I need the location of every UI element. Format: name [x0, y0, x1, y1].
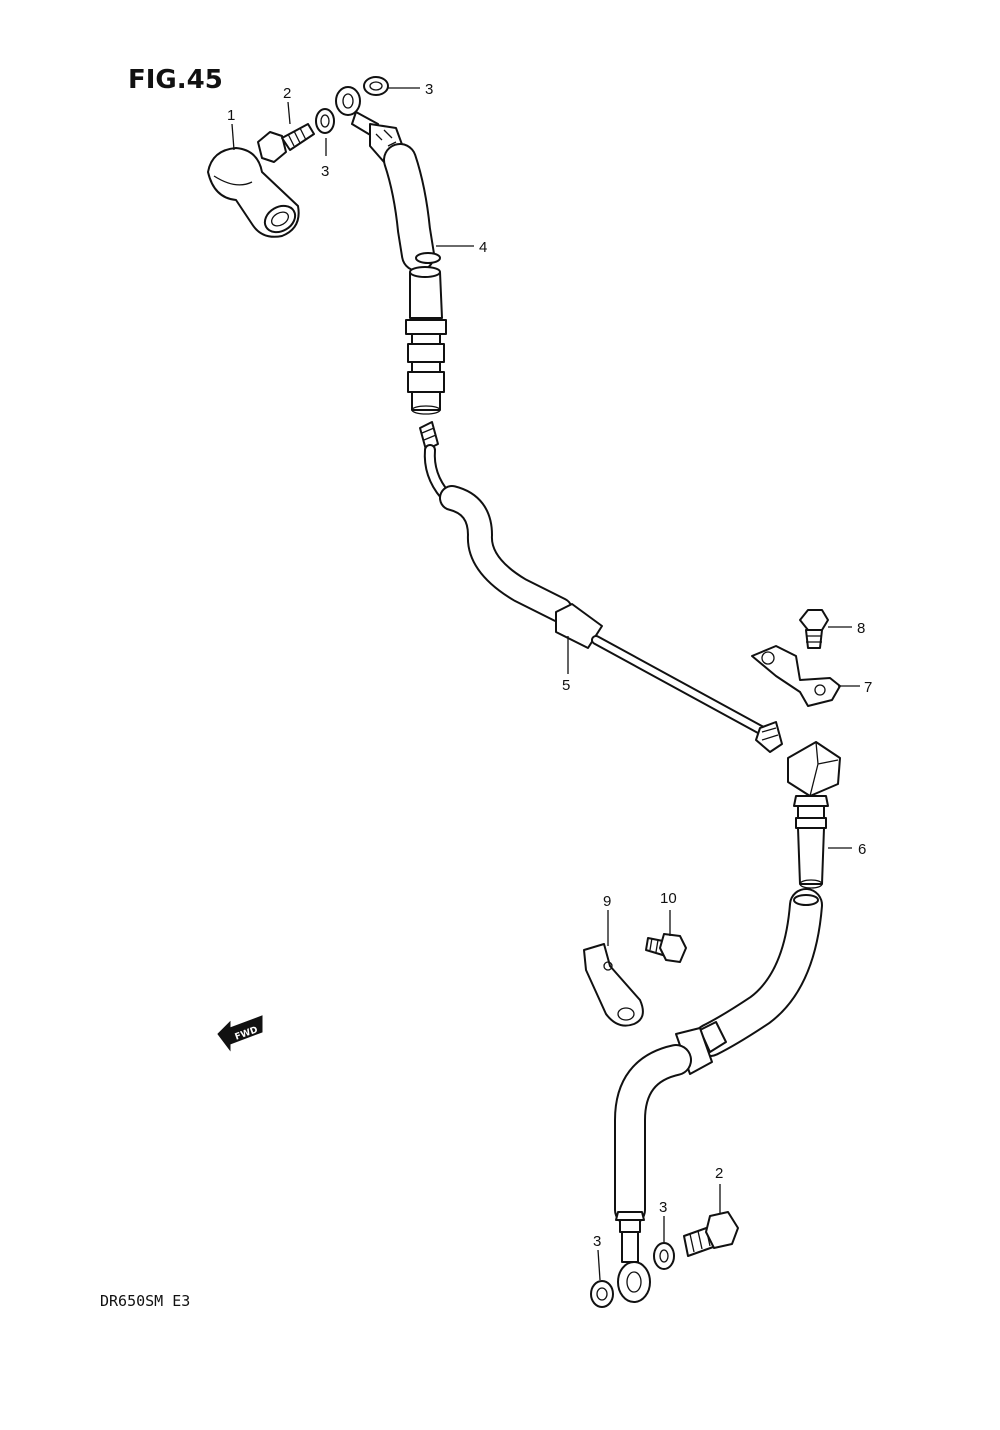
part-10-bolt — [645, 933, 687, 963]
part-4-upper-hose — [335, 86, 447, 415]
leader-lines — [231, 87, 860, 1281]
callout-3-bottom-right: 3 — [659, 1199, 667, 1216]
part-2-union-bolt-bottom — [683, 1211, 739, 1257]
model-code: DR650SM E3 — [100, 1292, 190, 1310]
forward-direction-badge: FWD — [217, 1015, 263, 1052]
callout-8: 8 — [857, 620, 865, 637]
callout-7: 7 — [864, 679, 872, 696]
callout-4: 4 — [479, 239, 487, 256]
part-8-bolt — [799, 609, 829, 649]
part-3-washer-top-right — [363, 76, 389, 96]
callout-2-top: 2 — [283, 85, 291, 102]
callout-numbers: 1 2 3 3 4 5 6 7 8 9 10 2 3 3 — [227, 81, 872, 1250]
part-1-cap — [207, 147, 300, 238]
part-2-union-bolt-top — [257, 123, 315, 163]
part-7-bracket — [751, 645, 841, 707]
part-3-washer-bottom-left — [590, 1280, 614, 1308]
callout-10: 10 — [660, 890, 677, 907]
callout-3-top-left: 3 — [321, 163, 329, 180]
part-5-brake-pipe — [419, 421, 783, 753]
part-3-washer-top-left — [315, 108, 335, 134]
callout-2-bottom: 2 — [715, 1165, 723, 1182]
figure-title: FIG.45 — [128, 65, 223, 95]
part-6-lower-hose — [614, 741, 841, 1303]
callout-3-top-right: 3 — [425, 81, 433, 98]
callout-1: 1 — [227, 107, 235, 124]
callout-3-bottom-left: 3 — [593, 1233, 601, 1250]
callout-5: 5 — [562, 677, 570, 694]
part-3-washer-bottom-right — [653, 1242, 675, 1270]
part-9-clamp — [583, 943, 644, 1027]
callout-9: 9 — [603, 893, 611, 910]
callout-6: 6 — [858, 841, 866, 858]
